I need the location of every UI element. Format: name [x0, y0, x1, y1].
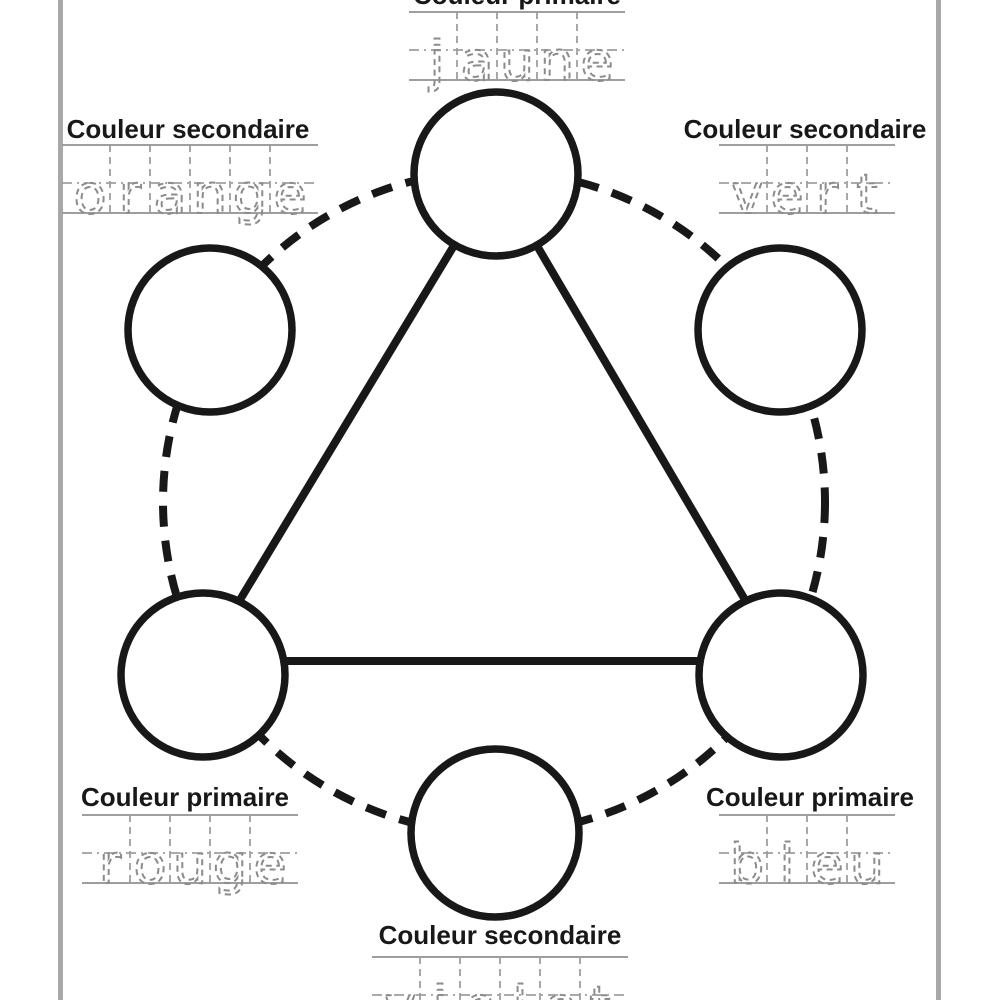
- trace-letter: j: [428, 30, 444, 93]
- trace-letter: e: [580, 30, 613, 93]
- color-circle-bleu: [695, 589, 867, 761]
- category-label-bottom-left: Couleur primaire: [80, 782, 290, 812]
- category-label-bottom-right: Couleur primaire: [705, 782, 915, 812]
- color-circle-orange: [124, 244, 296, 416]
- trace-letter: a: [153, 163, 186, 226]
- category-label-top-left: Couleur secondaire: [66, 114, 310, 144]
- trace-letter: t: [589, 975, 610, 1000]
- color-circle-rouge: [117, 589, 289, 761]
- trace-letter: e: [273, 163, 306, 226]
- trace-letter: l: [512, 975, 527, 1000]
- trace-letter: v: [384, 975, 416, 1000]
- trace-letter: a: [460, 30, 493, 93]
- trace-letter: u: [173, 833, 207, 896]
- trace-letter: i: [432, 975, 447, 1000]
- trace-letter: u: [850, 833, 884, 896]
- trace-word-violet: violet: [372, 956, 628, 1000]
- trace-letter: r: [99, 833, 122, 896]
- color-circle-violet: [407, 745, 583, 921]
- category-label-top: Couleur primaire: [392, 0, 642, 8]
- trace-letter: o: [463, 975, 496, 1000]
- trace-letter: r: [816, 163, 839, 226]
- trace-letter: g: [233, 163, 267, 226]
- trace-letter: n: [540, 30, 574, 93]
- trace-letter: n: [193, 163, 227, 226]
- color-circle-jaune: [410, 88, 582, 260]
- trace-letter: e: [770, 163, 803, 226]
- trace-letter: o: [133, 833, 166, 896]
- trace-letter: t: [856, 163, 877, 226]
- trace-letter: e: [810, 833, 843, 896]
- category-label-bottom-center: Couleur secondaire: [378, 920, 622, 950]
- color-circle-vert: [694, 244, 866, 416]
- category-label-top-right: Couleur secondaire: [683, 114, 927, 144]
- trace-letter: r: [119, 163, 142, 226]
- page-border-right: [936, 0, 941, 1000]
- trace-letter: e: [543, 975, 576, 1000]
- trace-letter: l: [779, 833, 794, 896]
- trace-letter: e: [253, 833, 286, 896]
- trace-letter: v: [731, 163, 763, 226]
- trace-letter: o: [73, 163, 106, 226]
- trace-letter: g: [213, 833, 247, 896]
- trace-letter: b: [730, 833, 764, 896]
- page-border-left: [58, 0, 63, 1000]
- primary-triangle: [199, 172, 785, 665]
- trace-letter: u: [500, 30, 534, 93]
